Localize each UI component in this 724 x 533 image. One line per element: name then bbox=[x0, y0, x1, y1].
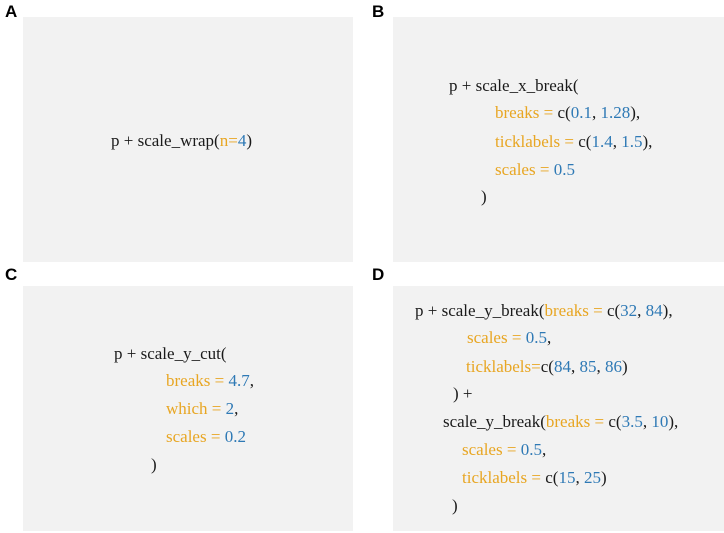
code-token: scale_y_break( bbox=[443, 412, 546, 431]
value-token: 1.4 bbox=[591, 132, 613, 151]
code-token: , bbox=[541, 440, 547, 459]
panel-b-letter: B bbox=[372, 2, 385, 21]
code-token: c( bbox=[606, 301, 621, 320]
value-token: 0.5 bbox=[553, 160, 575, 179]
code-token: , bbox=[591, 103, 601, 122]
code-token: ), bbox=[630, 103, 641, 122]
argument-name-token: which = bbox=[166, 399, 226, 418]
value-token: 84 bbox=[553, 357, 571, 376]
argument-name-token: breaks = bbox=[544, 301, 607, 320]
value-token: 86 bbox=[604, 357, 622, 376]
code-token: ), bbox=[668, 412, 679, 431]
code-token: ) bbox=[246, 131, 252, 150]
code-token: p + scale_wrap( bbox=[111, 131, 220, 150]
value-token: 4 bbox=[237, 131, 247, 150]
panel-b bbox=[393, 17, 724, 262]
panel-c-letter: C bbox=[5, 265, 18, 284]
value-token: 10 bbox=[651, 412, 669, 431]
code-token: ), bbox=[662, 301, 673, 320]
panel-b-code-line: scales = 0.5 bbox=[495, 161, 575, 178]
value-token: 84 bbox=[645, 301, 663, 320]
code-token: , bbox=[637, 301, 646, 320]
argument-name-token: breaks = bbox=[545, 412, 609, 431]
code-token: ) bbox=[600, 468, 607, 487]
argument-name-token: n= bbox=[219, 131, 238, 150]
code-token: ) bbox=[151, 455, 157, 474]
value-token: 0.5 bbox=[525, 328, 547, 347]
panel-d-code-line: ticklabels=c(84, 85, 86) bbox=[466, 358, 628, 375]
panel-d-code-line: ticklabels = c(15, 25) bbox=[462, 469, 607, 486]
panel-b-code-line: breaks = c(0.1, 1.28), bbox=[495, 104, 640, 121]
value-token: 25 bbox=[583, 468, 601, 487]
value-token: 0.1 bbox=[570, 103, 592, 122]
panel-c-code-line: breaks = 4.7, bbox=[166, 372, 254, 389]
code-token: ) + bbox=[453, 384, 473, 403]
panel-b-code-line: ) bbox=[481, 188, 487, 205]
panel-a-code-line: p + scale_wrap(n=4) bbox=[111, 132, 252, 149]
code-token: , bbox=[596, 357, 605, 376]
code-token: c( bbox=[557, 103, 571, 122]
argument-name-token: scales = bbox=[462, 440, 521, 459]
panel-d-code-line: scale_y_break(breaks = c(3.5, 10), bbox=[443, 413, 678, 430]
code-token: , bbox=[575, 468, 584, 487]
code-token: c( bbox=[540, 357, 554, 376]
argument-name-token: ticklabels= bbox=[466, 357, 541, 376]
value-token: 1.5 bbox=[621, 132, 643, 151]
panel-c-code-line: scales = 0.2 bbox=[166, 428, 246, 445]
code-token: , bbox=[234, 399, 239, 418]
code-token: p + scale_x_break( bbox=[449, 76, 579, 95]
panel-b-code-line: ticklabels = c(1.4, 1.5), bbox=[495, 133, 652, 150]
code-token: ), bbox=[642, 132, 653, 151]
value-token: 15 bbox=[558, 468, 576, 487]
panel-d-code-line: ) bbox=[452, 497, 458, 514]
panel-a-letter: A bbox=[5, 2, 18, 21]
panel-b-code-line: p + scale_x_break( bbox=[449, 77, 578, 94]
code-token: , bbox=[570, 357, 580, 376]
panel-d-code-line: ) + bbox=[453, 385, 473, 402]
panel-d-code-line: scales = 0.5, bbox=[467, 329, 551, 346]
argument-name-token: ticklabels = bbox=[495, 132, 579, 151]
code-token: c( bbox=[608, 412, 622, 431]
value-token: 85 bbox=[579, 357, 597, 376]
code-token: , bbox=[546, 328, 552, 347]
code-token: ) bbox=[452, 496, 458, 515]
value-token: 32 bbox=[620, 301, 638, 320]
code-token: ) bbox=[481, 187, 487, 206]
code-token: , bbox=[642, 412, 652, 431]
value-token: 4.7 bbox=[228, 371, 250, 390]
code-token: ) bbox=[621, 357, 628, 376]
code-token: p + scale_y_cut( bbox=[114, 344, 227, 363]
code-token: , bbox=[249, 371, 254, 390]
argument-name-token: ticklabels = bbox=[462, 468, 546, 487]
code-token: c( bbox=[578, 132, 592, 151]
value-token: 0.2 bbox=[224, 427, 246, 446]
argument-name-token: scales = bbox=[166, 427, 225, 446]
value-token: 3.5 bbox=[621, 412, 643, 431]
panel-d bbox=[393, 286, 724, 531]
code-token: c( bbox=[545, 468, 559, 487]
panel-c-code-line: which = 2, bbox=[166, 400, 238, 417]
code-token: p + scale_y_break( bbox=[415, 301, 545, 320]
panel-d-code-line: scales = 0.5, bbox=[462, 441, 546, 458]
argument-name-token: scales = bbox=[495, 160, 554, 179]
panel-d-code-line: p + scale_y_break(breaks = c(32, 84), bbox=[415, 302, 673, 319]
code-token: , bbox=[612, 132, 622, 151]
panel-d-letter: D bbox=[372, 265, 385, 284]
argument-name-token: scales = bbox=[467, 328, 526, 347]
argument-name-token: breaks = bbox=[166, 371, 229, 390]
value-token: 1.28 bbox=[600, 103, 631, 122]
panel-c bbox=[23, 286, 353, 531]
panel-c-code-line: ) bbox=[151, 456, 157, 473]
panel-a bbox=[23, 17, 353, 262]
argument-name-token: breaks = bbox=[495, 103, 558, 122]
value-token: 0.5 bbox=[520, 440, 542, 459]
value-token: 2 bbox=[225, 399, 235, 418]
panel-c-code-line: p + scale_y_cut( bbox=[114, 345, 227, 362]
